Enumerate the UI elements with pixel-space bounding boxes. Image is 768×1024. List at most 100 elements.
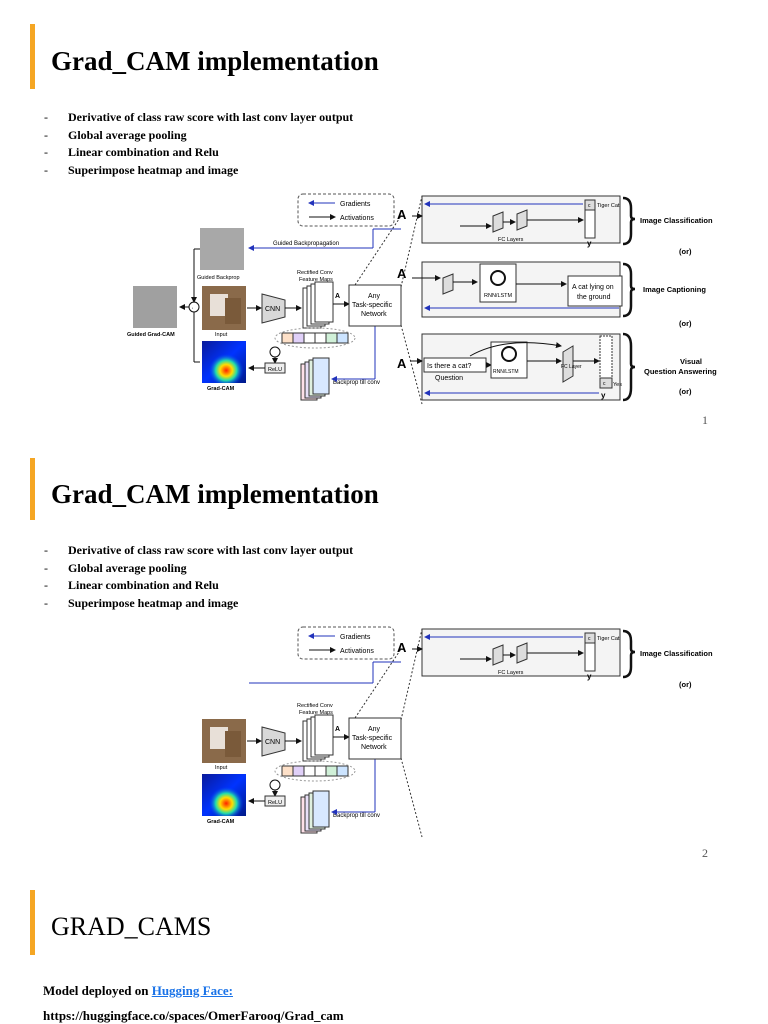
tiger-cat-label: Tiger Cat bbox=[597, 636, 620, 642]
vqa-fc-layer bbox=[562, 345, 574, 383]
title-accent-bar bbox=[30, 458, 35, 520]
y-label: y bbox=[587, 672, 592, 681]
fc-layers-label: FC Layers bbox=[498, 237, 524, 243]
y-label: y bbox=[587, 239, 592, 248]
guided-grad-cam-image bbox=[133, 286, 177, 328]
neuron-weights-row bbox=[274, 327, 356, 349]
rectified-conv-label: Rectified Conv bbox=[297, 703, 333, 709]
bullet-list: -Derivative of class raw score with last… bbox=[44, 109, 353, 179]
legend-box bbox=[297, 193, 395, 227]
question-label: Question bbox=[435, 375, 463, 382]
fc-layers-label: FC Layers bbox=[498, 670, 524, 676]
bullet-item: -Superimpose heatmap and image bbox=[44, 162, 239, 177]
grad-cam-label: Grad-CAM bbox=[207, 386, 235, 392]
svg-text:·: · bbox=[192, 305, 194, 312]
vqa-label-2: Question Answering bbox=[644, 367, 717, 376]
or-label-1: (or) bbox=[679, 247, 692, 256]
relu-label: ReLU bbox=[268, 367, 282, 373]
grad-cam-diagram: Gradients Activations Guided Backprop Gu… bbox=[127, 193, 717, 405]
vqa-rnn-label: RNN/LSTM bbox=[493, 369, 519, 375]
input-label: Input bbox=[215, 765, 228, 771]
grad-cam-label: Grad-CAM bbox=[207, 819, 235, 825]
bullet-item: -Global average pooling bbox=[44, 127, 187, 142]
backprop-maps-stack bbox=[300, 790, 330, 834]
cnn-block bbox=[261, 293, 286, 324]
fc-layer-label: FC Layer bbox=[561, 364, 582, 370]
page-number: 2 bbox=[702, 846, 708, 860]
task-network-box bbox=[348, 717, 402, 760]
bullet-item: -Linear combination and Relu bbox=[44, 578, 219, 592]
or-label-2: (or) bbox=[679, 319, 692, 328]
space-url: https://huggingface.co/spaces/OmerFarooq… bbox=[43, 1008, 344, 1023]
deployed-prefix: Model deployed on bbox=[43, 983, 152, 998]
slide-3: GRAD_CAMS Model deployed on Hugging Face… bbox=[0, 870, 768, 1024]
image-classification-label: Image Classification bbox=[640, 216, 713, 225]
tiger-cat-label: Tiger Cat bbox=[597, 203, 620, 209]
fc-layers-icon bbox=[492, 209, 528, 233]
bullet-item: -Global average pooling bbox=[44, 560, 187, 575]
task-network-label-1: Any bbox=[368, 726, 381, 733]
legend-gradients-label: Gradients bbox=[340, 634, 371, 641]
caption-box bbox=[567, 275, 623, 307]
bullet-list: -Derivative of class raw score with last… bbox=[44, 542, 353, 612]
slide-2: Grad_CAM implementation -Derivative of c… bbox=[0, 440, 768, 870]
legend-box bbox=[297, 626, 395, 660]
a-label-big: A bbox=[397, 207, 407, 222]
a-label-big: A bbox=[397, 640, 407, 655]
guided-backprop-image bbox=[200, 228, 244, 270]
caption-line-2: the ground bbox=[577, 294, 611, 301]
c-label: c bbox=[588, 203, 591, 209]
slide-1: Grad_CAM implementation -Derivative of c… bbox=[0, 0, 768, 440]
c-label-vqa: c bbox=[603, 381, 606, 387]
bullet-item: -Linear combination and Relu bbox=[44, 145, 219, 159]
yes-label: Yes bbox=[613, 382, 622, 388]
caption-line-1: A cat lying on bbox=[572, 284, 614, 291]
neuron-weights-row bbox=[274, 760, 356, 782]
title-accent-bar bbox=[30, 24, 35, 89]
legend-gradients-label: Gradients bbox=[340, 201, 371, 208]
task-network-label-2: Task-specific bbox=[352, 302, 393, 309]
rectified-conv-label: Rectified Conv bbox=[297, 270, 333, 276]
relu-label: ReLU bbox=[268, 800, 282, 806]
rnn-lstm-label: RNN/LSTM bbox=[484, 293, 513, 299]
task-network-label-3: Network bbox=[361, 744, 387, 751]
hugging-face-link[interactable]: Hugging Face: bbox=[151, 983, 233, 998]
guided-backprop-label: Guided Backprop bbox=[197, 275, 240, 281]
legend-activations-label: Activations bbox=[340, 648, 374, 655]
slide-title: Grad_CAM implementation bbox=[51, 479, 379, 509]
bullet-item: -Superimpose heatmap and image bbox=[44, 595, 239, 610]
question-text: Is there a cat? bbox=[427, 363, 471, 370]
a-label-small: A bbox=[335, 293, 340, 300]
cnn-block bbox=[261, 726, 286, 757]
vqa-label-1: Visual bbox=[680, 357, 702, 366]
cnn-label: CNN bbox=[265, 739, 280, 746]
or-label-1: (or) bbox=[679, 680, 692, 689]
feature-maps-stack bbox=[302, 714, 334, 762]
cnn-label: CNN bbox=[265, 306, 280, 313]
a-label-big: A bbox=[397, 356, 407, 371]
task-network-box bbox=[348, 284, 402, 327]
backprop-till-conv-label: Backprop till conv bbox=[333, 380, 380, 386]
backprop-maps-stack bbox=[300, 357, 330, 401]
task-network-label-2: Task-specific bbox=[352, 735, 393, 742]
task-network-label-3: Network bbox=[361, 311, 387, 318]
guided-backprop-arrow-label: Guided Backpropagation bbox=[273, 241, 339, 247]
guided-grad-cam-label: Guided Grad-CAM bbox=[127, 332, 175, 338]
a-label-small: A bbox=[335, 726, 340, 733]
bullet-item: -Derivative of class raw score with last… bbox=[44, 543, 354, 557]
feature-maps-label: Feature Maps bbox=[299, 277, 333, 283]
grad-cam-diagram-partial: Gradients Activations Input Grad-CAM CNN… bbox=[202, 626, 713, 838]
input-label: Input bbox=[215, 332, 228, 338]
image-classification-label: Image Classification bbox=[640, 649, 713, 658]
page-number: 1 bbox=[702, 413, 708, 427]
deployed-line: Model deployed on Hugging Face: bbox=[43, 983, 233, 999]
backprop-till-conv-label: Backprop till conv bbox=[333, 813, 380, 819]
slide-title: Grad_CAM implementation bbox=[51, 46, 379, 76]
or-label-3: (or) bbox=[679, 387, 692, 396]
fc-layers-icon bbox=[492, 642, 528, 666]
task-network-label-1: Any bbox=[368, 293, 381, 300]
legend-activations-label: Activations bbox=[340, 215, 374, 222]
feature-maps-label: Feature Maps bbox=[299, 710, 333, 716]
image-captioning-label: Image Captioning bbox=[643, 285, 706, 294]
a-label-big: A bbox=[397, 266, 407, 281]
